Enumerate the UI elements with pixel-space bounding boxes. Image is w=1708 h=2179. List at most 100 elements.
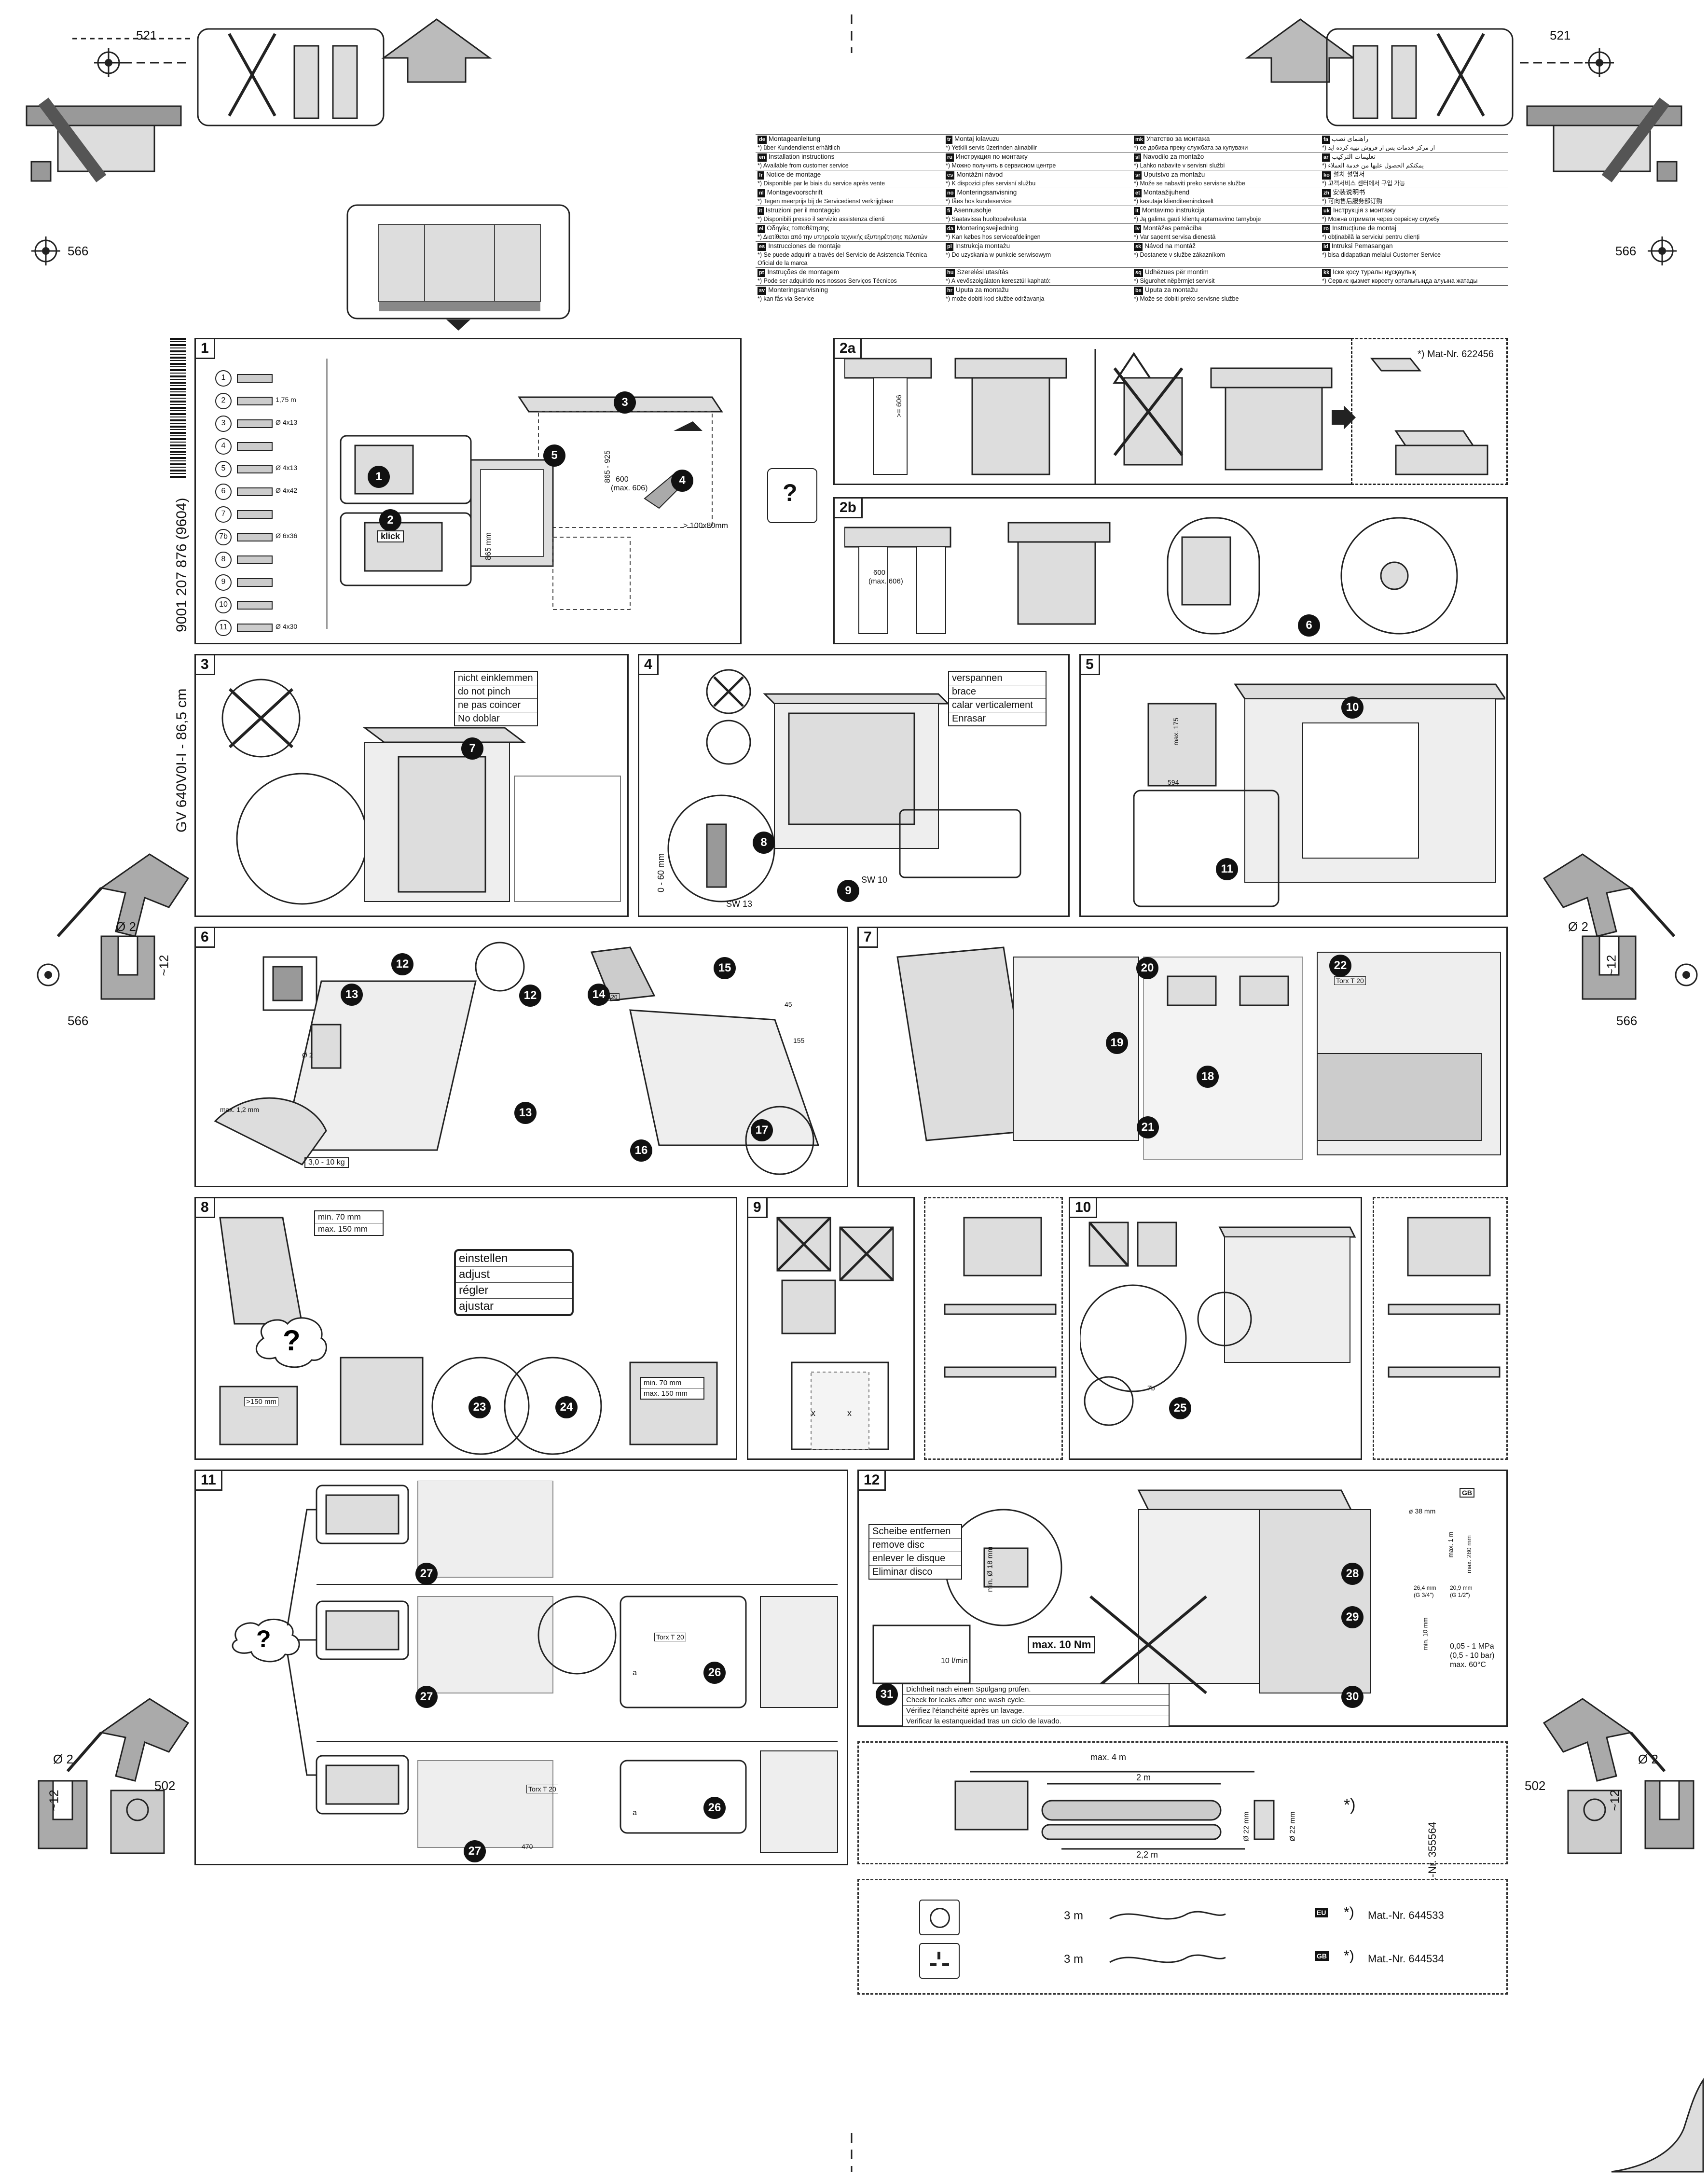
callout: 20 [1136, 957, 1158, 979]
language-title: Monteringsanvisning [957, 189, 1017, 196]
language-code: bs [1134, 287, 1143, 295]
step-3-drawing [221, 679, 621, 905]
language-note: *) Можна отримати через сервісну службу [1322, 216, 1440, 222]
language-code: lt [1134, 207, 1140, 215]
part-number: 3 [215, 416, 232, 432]
dim: > 100x80mm [683, 522, 728, 530]
cable-length: 3 m [1064, 1909, 1084, 1922]
part-icon [237, 555, 273, 564]
language-code: mk [1134, 136, 1144, 144]
top-left-drawing [26, 18, 570, 331]
language-title: Monteringsvejledning [956, 224, 1019, 232]
dim: 20,9 mm [1450, 1584, 1473, 1591]
step-10-detail [1373, 1197, 1508, 1460]
language-note: *) Pode ser adquirido nos nossos Serviço… [758, 278, 897, 284]
language-code: es [758, 243, 767, 251]
dim: 0 - 60 mm [656, 853, 666, 893]
label: Verificar la estanqueidad tras un ciclo … [906, 1717, 1061, 1725]
part-icon [237, 578, 273, 587]
drill-dia-left: Ø 2 [116, 919, 136, 934]
language-code: sr [1134, 171, 1142, 180]
callout: 25 [1169, 1397, 1191, 1419]
language-title: Notice de montage [766, 171, 821, 178]
language-note: *) Disponibili presso il servizio assist… [758, 216, 885, 222]
callout: 12 [519, 985, 541, 1007]
language-note: *) се добива преку службата за купувачи [1134, 144, 1248, 151]
language-title: Installation instructions [768, 153, 835, 160]
language-title: Intruksi Pemasangan [1331, 242, 1393, 250]
language-code: sl [1134, 153, 1142, 162]
step-number: 10 [1070, 1198, 1098, 1218]
torque-label: max. 10 Nm [1028, 1636, 1096, 1653]
step-7-panel: 7 Torx T 20 18 19 20 21 22 [857, 927, 1508, 1187]
language-code: sv [758, 287, 767, 295]
part-row: 9 [215, 572, 326, 592]
callout: 30 [1341, 1686, 1364, 1708]
step-number: 12 [859, 1471, 886, 1491]
label: einstellen [456, 1251, 572, 1267]
step-1-drawing [340, 396, 723, 610]
language-title: 설치 설명서 [1333, 171, 1365, 178]
step-9-detail [924, 1197, 1063, 1460]
language-note: *) kasutaja klienditeeninduselt [1134, 198, 1214, 205]
language-code: sq [1134, 269, 1143, 277]
dim: max. 150 mm [318, 1224, 368, 1234]
label: nicht einklemmen [455, 672, 537, 685]
language-title: Інструкція з монтажу [1333, 207, 1396, 214]
language-code: zh [1322, 189, 1331, 197]
mat-number: Mat.-Nr. 644534 [1368, 1953, 1444, 1965]
leak-check-box: Dichtheit nach einem Spülgang prüfen. Ch… [902, 1683, 1170, 1727]
language-note: *) Διατίθεται από την υπηρεσία τεχνικής … [758, 234, 928, 240]
brace-label-box: verspannen brace calar verticalement Enr… [948, 671, 1047, 726]
step-4-drawing [667, 669, 1021, 902]
callout: 18 [1197, 1066, 1219, 1088]
page-curl [1611, 2078, 1704, 2173]
callout: 4 [671, 470, 693, 492]
language-title: Инструкция по монтажу [956, 153, 1028, 160]
part-note: Ø 6x36 [275, 532, 298, 540]
step-9-drawing [776, 1217, 894, 1450]
language-title: Istruzioni per il montaggio [765, 207, 840, 214]
label: do not pinch [455, 685, 537, 699]
language-note: *) kan fås via Service [758, 295, 814, 302]
part-icon [237, 419, 273, 428]
language-note: *) K dispozici přes servisní službu [946, 180, 1036, 187]
arrow-right-icon [1332, 405, 1356, 430]
dim: 865 mm [484, 532, 493, 560]
label: Scheibe entfernen [869, 1525, 961, 1539]
dim: min. 70 mm [641, 1378, 703, 1388]
dim-502-right: 502 [1525, 1778, 1546, 1793]
model-name: GV 640V0I-I - 86,5 cm [174, 688, 190, 833]
flow-rate: 10 l/min [941, 1657, 968, 1665]
step-8-panel: 8 ? min. 70 mm max. 150 mm einstellen ad… [194, 1197, 737, 1460]
label: Dichtheit nach einem Spülgang prüfen. [903, 1684, 1169, 1695]
label: enlever le disque [869, 1552, 961, 1566]
help-icon: ? [767, 468, 817, 523]
drill-depth-bottom-right: ~12 [1607, 1790, 1622, 1811]
language-note: *) Do uzyskania w punkcie serwisowym [946, 251, 1051, 258]
drill-depth-right: ~12 [1604, 955, 1619, 976]
callout: 19 [1106, 1032, 1128, 1054]
language-code: ru [946, 153, 954, 162]
region-badge: EU [1315, 1908, 1328, 1917]
part-icon [237, 397, 273, 405]
language-note: *) A vevőszolgálaton keresztül kapható: [946, 278, 1051, 284]
dim: max. 4 m [1090, 1752, 1127, 1762]
dim: min. 10 mm [1421, 1617, 1429, 1651]
step-6-drawing [214, 942, 820, 1175]
part-note: Ø 4x13 [275, 464, 298, 472]
dim-566-mid-right: 566 [1616, 1013, 1638, 1028]
part-icon [237, 442, 273, 451]
